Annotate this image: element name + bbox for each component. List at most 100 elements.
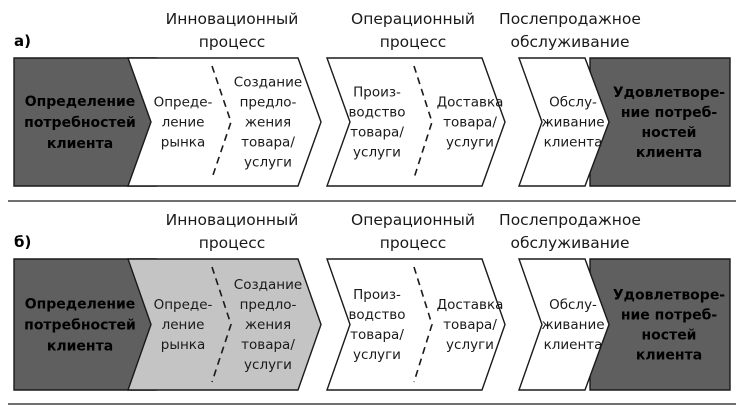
delivery-label-line: Доставка [437,297,504,313]
production-label-line: услуги [353,347,401,363]
header-innovation-line: процесс [199,234,266,252]
header-aftersales: Послепродажное обслуживание [499,211,641,252]
production-label-line: товара/ [350,125,404,141]
header-operation: Операционный процесс [351,211,475,252]
production-label-line: Произ- [353,85,401,101]
header-innovation: Инновационный процесс [166,10,299,51]
innovation-chevron [127,57,322,187]
definition-label: Определение потребностей клиента [24,94,136,152]
header-aftersales-line: Послепродажное [499,10,641,28]
definition-label-line: клиента [47,338,113,354]
market-label-line: рынка [161,337,205,353]
satisfaction-box [589,57,731,187]
production-label-line: Произ- [353,287,401,303]
satisfaction-label-line: ностей [641,327,696,343]
definition-label-line: Определение [25,296,136,312]
market-label-line: Опреде- [154,297,213,313]
definition-label-line: клиента [47,136,113,152]
delivery-label-line: услуги [446,337,494,353]
service-label-line: Обслу- [549,297,597,313]
production-label: Произ-водство товара/услуги [348,287,405,363]
production-label: Произ-водство товара/услуги [348,85,405,161]
delivery-label-line: Доставка [437,95,504,111]
header-innovation-line: процесс [199,33,266,51]
creation-label-line: Создание [234,75,302,91]
innovation-divider [211,65,232,179]
delivery-label-line: товара/ [443,115,497,131]
header-innovation: Инновационный процесс [166,211,299,252]
satisfaction-box [589,258,731,391]
creation-label-line: предло- [240,297,297,313]
creation-label-line: услуги [244,357,292,373]
creation-label-line: предло- [240,95,297,111]
header-aftersales: Послепродажное обслуживание [499,10,641,51]
creation-label: Создание предло-жения товара/услуги [234,277,302,373]
operation-chevron [326,57,506,187]
satisfaction-label-line: Удовлетворе- [613,287,725,303]
row-tag: а) [14,32,31,50]
satisfaction-label-line: ние потреб- [621,105,718,121]
satisfaction-label-line: клиента [636,347,702,363]
delivery-label-line: услуги [446,135,494,151]
market-label: Опреде-ление рынка [154,297,213,353]
operation-chevron [326,258,506,391]
header-innovation-line: Инновационный [166,211,299,229]
delivery-label: Доставка товара/услуги [437,95,504,151]
creation-label-line: услуги [244,155,292,171]
innovation-chevron [127,258,322,391]
header-operation-line: процесс [380,33,447,51]
header-operation-line: Операционный [351,211,475,229]
header-aftersales-line: обслуживание [510,33,629,51]
service-label-line: Обслу- [549,95,597,111]
satisfaction-label: Удовлетворе-ние потреб-ностей клиента [613,287,725,363]
market-label-line: рынка [161,135,205,151]
creation-label-line: товара/ [241,337,295,353]
production-label-line: водство [348,307,405,323]
service-label-line: клиента [544,337,603,353]
production-label-line: водство [348,105,405,121]
creation-label-line: Создание [234,277,302,293]
service-label: Обслу-живание клиента [541,95,604,151]
definition-label: Определение потребностей клиента [24,296,136,354]
market-label: Опреде-ление рынка [154,95,213,151]
delivery-label-line: товара/ [443,317,497,333]
header-innovation-line: Инновационный [166,10,299,28]
creation-label-line: жения [245,317,291,333]
definition-label-line: потребностей [24,317,136,333]
operation-divider [413,266,433,383]
market-label-line: ление [162,317,205,333]
creation-label-line: жения [245,115,291,131]
market-label-line: Опреде- [154,95,213,111]
service-label: Обслу-живание клиента [541,297,604,353]
satisfaction-label-line: ностей [641,125,696,141]
aftersales-chevron [518,57,610,187]
production-label-line: товара/ [350,327,404,343]
row-tag: б) [14,233,31,251]
header-operation-line: Операционный [351,10,475,28]
delivery-label: Доставка товара/услуги [437,297,504,353]
market-label-line: ление [162,115,205,131]
production-label-line: услуги [353,145,401,161]
satisfaction-label: Удовлетворе-ние потреб-ностей клиента [613,85,725,161]
satisfaction-label-line: Удовлетворе- [613,85,725,101]
satisfaction-label-line: клиента [636,145,702,161]
aftersales-chevron [518,258,610,391]
service-label-line: живание [541,317,604,333]
operation-divider [413,65,433,179]
header-operation: Операционный процесс [351,10,475,51]
service-label-line: живание [541,115,604,131]
innovation-divider [211,266,232,383]
creation-label-line: товара/ [241,135,295,151]
definition-label-line: потребностей [24,115,136,131]
definition-label-line: Определение [25,94,136,110]
creation-label: Создание предло-жения товара/услуги [234,75,302,171]
service-label-line: клиента [544,135,603,151]
header-aftersales-line: обслуживание [510,234,629,252]
header-aftersales-line: Послепродажное [499,211,641,229]
header-operation-line: процесс [380,234,447,252]
satisfaction-label-line: ние потреб- [621,307,718,323]
